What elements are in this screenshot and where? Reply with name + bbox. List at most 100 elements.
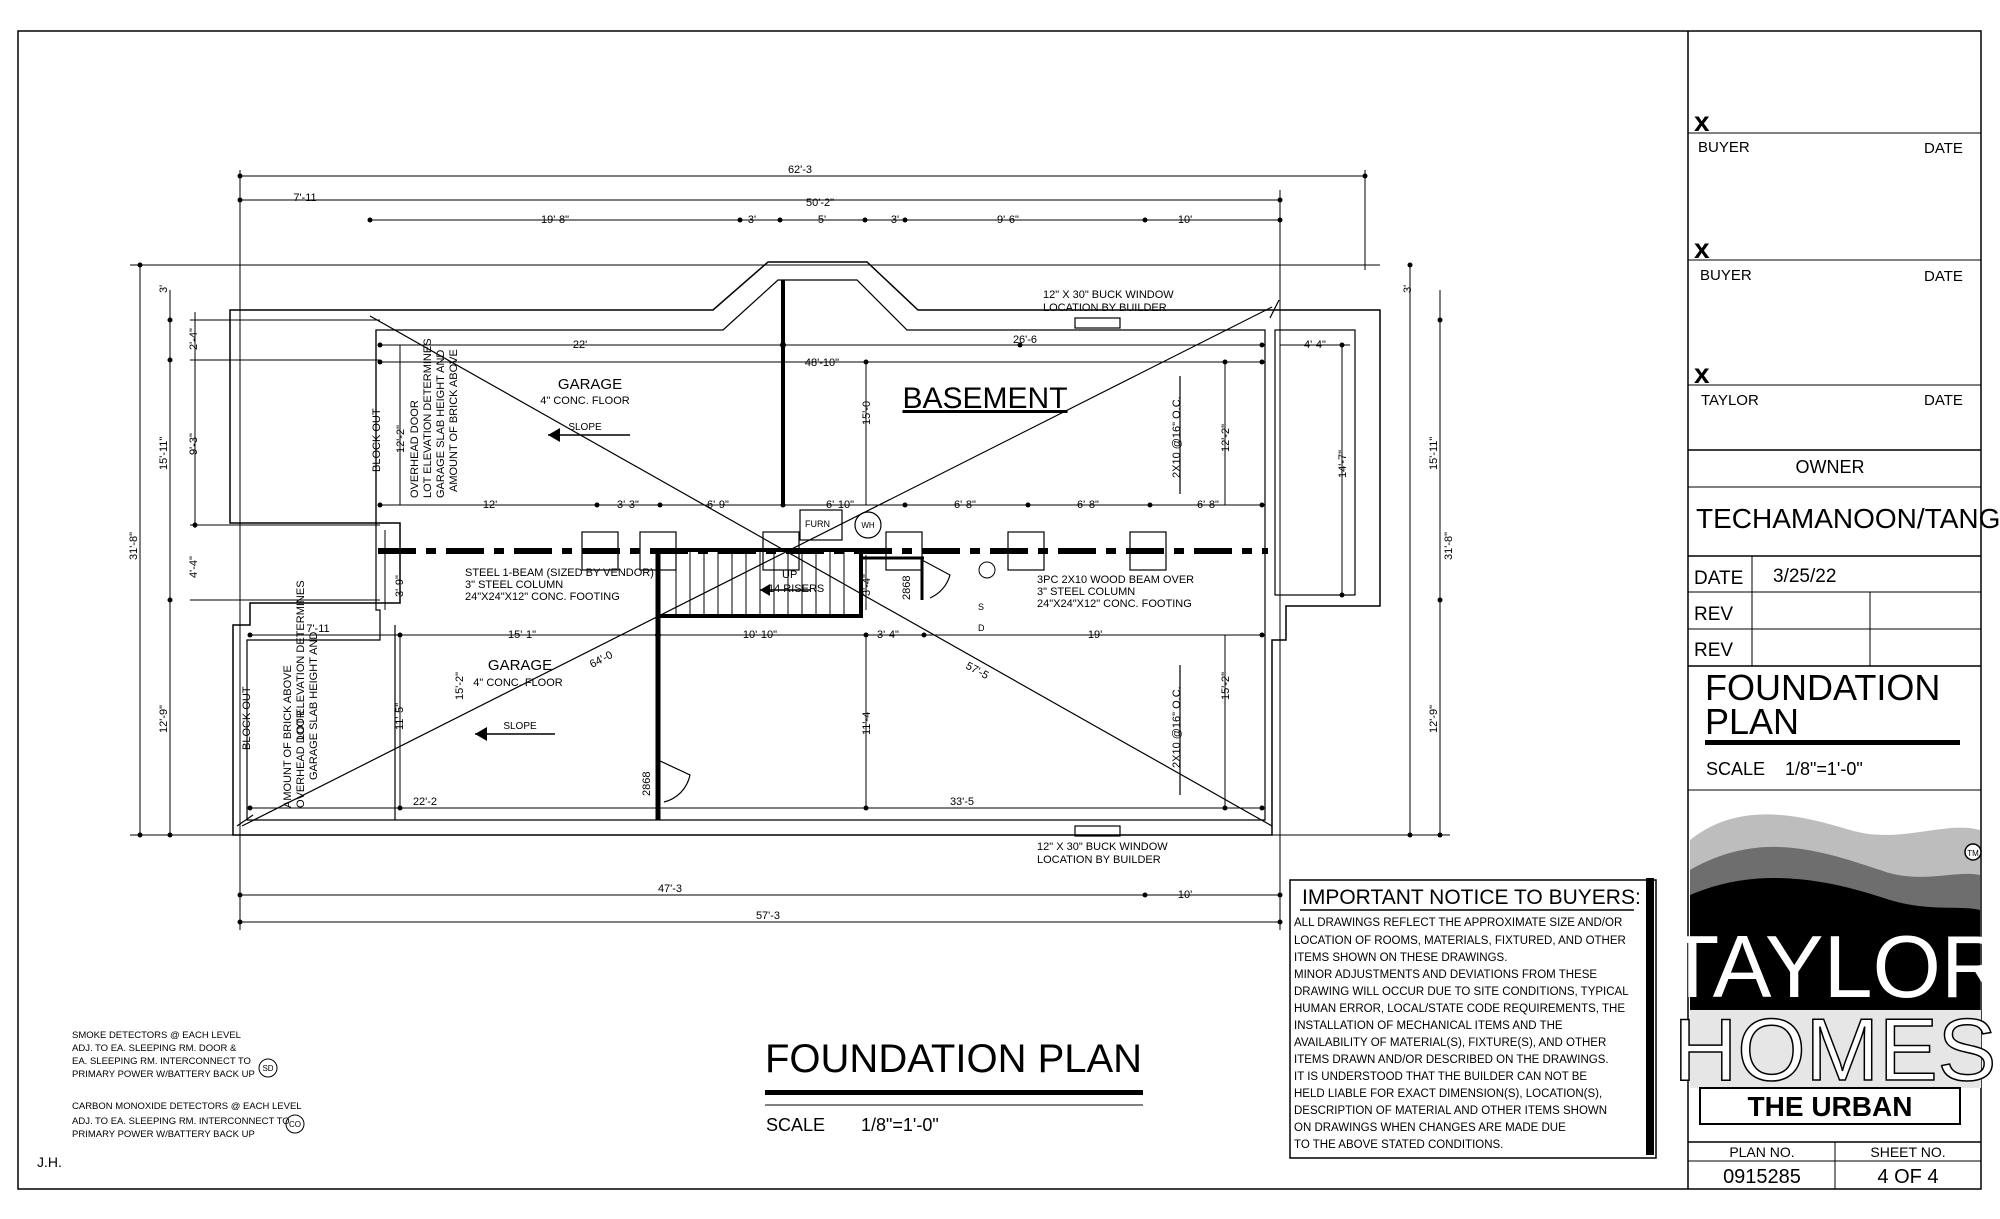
signature-row-taylor: x TAYLOR DATE <box>1688 358 1981 409</box>
dim-v15-2a: 15'-2" <box>454 672 466 700</box>
floor-plan <box>130 170 1450 930</box>
dim-top-overall: 62'-3 <box>788 164 812 176</box>
dim-top-9: 9'-6" <box>997 214 1019 226</box>
beam-steel-note-3: 24"X24"X12" CONC. FOOTING <box>465 591 620 603</box>
dim-top-7: 7'-11 <box>293 192 316 204</box>
co-line: PRIMARY POWER W/BATTERY BACK UP <box>72 1129 255 1140</box>
beam-wood-note-2: 3" STEEL COLUMN <box>1037 586 1135 598</box>
dim-33: 33'-5 <box>950 796 974 808</box>
dim-v31-right: 31'-8" <box>1443 532 1455 560</box>
notice-line: MINOR ADJUSTMENTS AND DEVIATIONS FROM TH… <box>1294 969 1597 981</box>
signature-mark: x <box>1694 358 1710 389</box>
dim-top-10: 10' <box>1178 214 1192 226</box>
notice-line: ON DRAWINGS WHEN CHANGES ARE MADE DUE <box>1294 1122 1566 1134</box>
sheet-no-value: 4 OF 4 <box>1877 1166 1938 1188</box>
drawing-title-text: FOUNDATION PLAN <box>765 1037 1142 1081</box>
dim-bottom-10: 10' <box>1178 889 1192 901</box>
slope-label-lower: SLOPE <box>503 721 537 732</box>
signature-mark: x <box>1694 106 1710 137</box>
dim-v15-11-right: 15'-11" <box>1428 437 1440 470</box>
garage-note-upper-2: LOT ELEVATION DETERMINES <box>422 338 434 498</box>
water-heater-icon <box>854 511 882 539</box>
co-detector-icon <box>285 1114 305 1134</box>
right-bump-out <box>1274 329 1356 596</box>
notice-line: DESCRIPTION OF MATERIAL AND OTHER ITEMS … <box>1294 1105 1607 1117</box>
notice-line: ALL DRAWINGS REFLECT THE APPROXIMATE SIZ… <box>1294 917 1622 929</box>
notice-line: HELD LIABLE FOR EXACT DIMENSION(S), LOCA… <box>1294 1088 1602 1100</box>
co-line: ADJ. TO EA. SLEEPING RM. INTERCONNECT TO <box>72 1116 290 1127</box>
room-garage-lower-floor: 4" CONC. FLOOR <box>473 677 563 689</box>
signature-name: TAYLOR <box>1701 392 1759 409</box>
notice-line: TO THE ABOVE STATED CONDITIONS. <box>1294 1139 1503 1151</box>
logo-word-taylor: TAYLOR <box>1665 917 2000 1016</box>
dim-4-4-right: 4'-4" <box>1304 339 1326 351</box>
dim-v15-11-left: 15'-11" <box>158 437 170 470</box>
co-line: CARBON MONOXIDE DETECTORS @ EACH LEVEL <box>72 1101 302 1112</box>
stair-enclosure <box>656 548 863 618</box>
owner-name: TECHAMANOON/TANG <box>1696 503 2000 534</box>
model-name: THE URBAN <box>1748 1091 1913 1122</box>
slope-label-upper: SLOPE <box>568 422 602 433</box>
joist-note-upper: 2X10 @16" O.C. <box>1171 396 1183 478</box>
garage-note-lower-2: OVERHEAD DOOR <box>295 710 307 808</box>
title-block: x BUYER DATE x BUYER DATE x TAYLOR DATE … <box>1665 31 2000 1189</box>
dim-top-3a: 3' <box>748 214 756 226</box>
rev-label-1: REV <box>1694 604 1733 625</box>
dim-top-5: 5' <box>818 214 826 226</box>
sd-mark-s: S <box>978 602 984 612</box>
beam-steel-note-2: 3" STEEL COLUMN <box>465 579 563 591</box>
garage-note-upper-3: GARAGE SLAB HEIGHT AND <box>435 350 447 498</box>
notice-box: IMPORTANT NOTICE TO BUYERS: ALL DRAWINGS… <box>1289 878 1657 1159</box>
co-symbol: CO <box>289 1120 301 1129</box>
date-value: 3/25/22 <box>1773 566 1836 587</box>
dim-v11-5: 11'-5" <box>394 703 406 730</box>
notice-line: IT IS UNDERSTOOD THAT THE BUILDER CAN NO… <box>1294 1071 1587 1083</box>
smoke-line: SMOKE DETECTORS @ EACH LEVEL <box>72 1030 241 1041</box>
plan-no-label: PLAN NO. <box>1729 1144 1794 1160</box>
sheet-title-line-1: FOUNDATION <box>1705 667 1940 708</box>
sheet-border <box>17 30 1982 1190</box>
notice-heading: IMPORTANT NOTICE TO BUYERS: <box>1302 886 1641 909</box>
dim-diag-64: 64'-0 <box>588 649 615 671</box>
smoke-line: PRIMARY POWER W/BATTERY BACK UP <box>72 1069 255 1080</box>
dim-top-19: 19'-8" <box>541 214 569 226</box>
signature-date-label: DATE <box>1924 268 1963 285</box>
window-note-top-1: 12" X 30" BUCK WINDOW <box>1043 289 1174 301</box>
notice-line: LOCATION OF ROOMS, MATERIALS, FIXTURED, … <box>1294 935 1626 947</box>
dim-10-10: 10'-10" <box>743 629 777 641</box>
garage-note-lower-3: LOT ELEVATION DETERMINES <box>295 580 307 740</box>
signature-date-label: DATE <box>1924 392 1963 409</box>
signature-row-buyer-2: x BUYER DATE <box>1688 233 1981 285</box>
signature-name: BUYER <box>1700 267 1752 284</box>
rev-label-2: REV <box>1694 640 1733 661</box>
dim-48: 48'-10" <box>805 357 839 369</box>
window-note-bottom-2: LOCATION BY BUILDER <box>1037 854 1161 866</box>
window-note-top-2: LOCATION BY BUILDER <box>1043 302 1167 314</box>
notice-line: DRAWING WILL OCCUR DUE TO SITE CONDITION… <box>1294 986 1629 998</box>
beam-wood-note-1: 3PC 2X10 WOOD BEAM OVER <box>1037 574 1194 586</box>
garage-note-upper-1: OVERHEAD DOOR <box>409 400 421 498</box>
dim-22: 22' <box>573 339 587 351</box>
dim-v3-left: 3' <box>158 285 170 293</box>
dim-diag-57: 57'-5 <box>964 660 991 682</box>
taylor-homes-logo: TM TAYLOR HOMES THE URBAN <box>1665 814 2000 1125</box>
water-heater-label: WH <box>861 521 875 530</box>
dim-top-3b: 3' <box>891 214 899 226</box>
dim-v12-9-left: 12'-9" <box>158 705 170 733</box>
sheet-scale-value: 1/8"=1'-0" <box>1785 759 1863 779</box>
plan-no-value: 0915285 <box>1723 1166 1801 1188</box>
foundation-outline-outer <box>229 261 1381 836</box>
dim-12: 12' <box>483 499 497 511</box>
door-2868-b: 2868 <box>641 772 653 796</box>
dim-top-50: 50'-2" <box>806 197 834 209</box>
notice-line: INSTALLATION OF MECHANICAL ITEMS AND THE <box>1294 1020 1563 1032</box>
notice-line: ITEMS DRAWN AND/OR DESCRIBED ON THE DRAW… <box>1294 1054 1609 1066</box>
dim-19: 19' <box>1088 629 1102 641</box>
drawing-scale-label: SCALE <box>766 1115 825 1135</box>
room-garage-upper: GARAGE <box>558 376 622 393</box>
sheet-scale-label: SCALE <box>1706 759 1765 779</box>
dim-26: 26'-6 <box>1013 334 1037 346</box>
dim-6-8c: 6'-8" <box>1197 499 1219 511</box>
dim-6-8b: 6'-8" <box>1077 499 1099 511</box>
dim-3-4h: 3'-4" <box>877 629 899 641</box>
